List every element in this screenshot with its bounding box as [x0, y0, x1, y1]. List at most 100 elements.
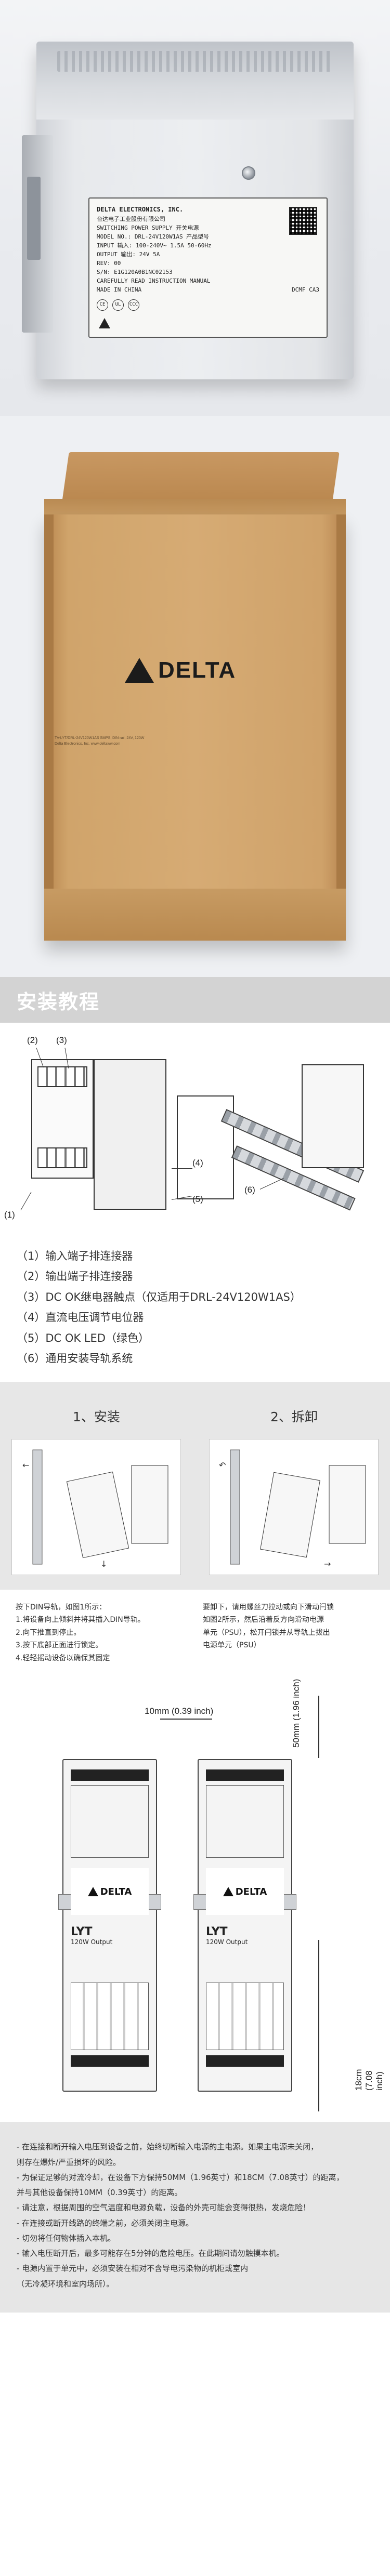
install-notes: 按下DIN导轨，如图1所示： 1.将设备向上倾斜并将其插入DIN导轨。 2.向下…	[0, 1590, 390, 1665]
delta-triangle-icon	[223, 1887, 233, 1897]
install-note-line: 2.向下推直到停止。	[16, 1628, 81, 1637]
install-notes-text: 按下DIN导轨，如图1所示： 1.将设备向上倾斜并将其插入DIN导轨。 2.向下…	[16, 1601, 187, 1665]
unit-top-strip	[71, 1769, 149, 1781]
install-section-header: 安装教程	[0, 977, 390, 1023]
callout-1: (1)	[4, 1210, 15, 1220]
install-note-line: 4.轻轻摇动设备以确保其固定	[16, 1654, 110, 1662]
remove-notes-text: 要卸下，请用螺丝刀拉动或向下滑动闩锁 如图2所示，然后沿着反方向滑动电源 单元（…	[203, 1601, 374, 1665]
feature-item: （1）输入端子排连接器	[17, 1250, 133, 1262]
psu-shape	[66, 1471, 129, 1558]
label-input: INPUT 输入: 100-240V~ 1.5A 50-60Hz	[97, 242, 212, 249]
product-photo-psu: DELTA ELECTRONICS, INC. 台达电子工业股份有限公司 SWI…	[0, 0, 390, 416]
psu-top-cover	[36, 42, 354, 120]
dim-line-horizontal	[160, 1719, 212, 1720]
label-output: OUTPUT 输出: 24V 5A	[97, 250, 160, 258]
safety-note-line: 并与其他设备保持10MM（0.39英寸）的距离。	[17, 2188, 183, 2198]
safety-note-line: - 在连接或断开线路的终端之前，必须关闭主电源。	[17, 2218, 194, 2228]
install-note-line: 1.将设备向上倾斜并将其插入DIN导轨。	[16, 1616, 145, 1624]
unit-adjust-panel	[206, 1785, 284, 1858]
unit-model-text: LYT	[206, 1925, 228, 1939]
arrow-down-icon: ↓	[100, 1559, 107, 1569]
safety-note-line: - 输入电压断开后，最多可能存在5分钟的危险电压。在此期间请勿触摸本机。	[17, 2249, 284, 2258]
unit-terminals	[206, 1983, 284, 2051]
leader-line	[20, 1192, 32, 1210]
install-diagram: (2) (3) (1) (4) (5) (6)	[0, 1023, 390, 1236]
box-edge-right	[336, 514, 346, 941]
diagram-mounted-unit	[302, 1064, 364, 1168]
unit-logo-text: DELTA	[235, 1886, 267, 1897]
delta-triangle-icon	[125, 658, 154, 683]
leader-line	[259, 1178, 284, 1190]
install-note-line: 3.按下底部正面进行锁定。	[16, 1641, 103, 1650]
box-bottom-flap	[44, 889, 346, 941]
psu-shape	[260, 1472, 320, 1558]
safety-note-line: - 切勿将任何物体插入本机。	[17, 2233, 116, 2243]
safety-note-line: 则存在爆炸/严重损坏的风险。	[17, 2157, 121, 2167]
dim-right-top: 50mm (1.96 inch)	[291, 1679, 301, 1748]
box-front	[44, 514, 346, 941]
feature-item: （4）直流电压调节电位器	[17, 1311, 144, 1324]
label-sn: S/N: E1G120A0B1NC02153	[97, 268, 173, 275]
unit-logo-text: DELTA	[100, 1886, 132, 1897]
din-rail-shape	[32, 1449, 43, 1565]
remove-note-line: 单元（PSU），松开闩锁并从导轨上拔出	[203, 1628, 330, 1637]
step-install-figure: ← ↓	[11, 1438, 181, 1575]
dim-line-vertical-bottom	[318, 1940, 319, 2112]
arrow-rotate-icon: ↶	[219, 1460, 226, 1470]
label-product-line: SWITCHING POWER SUPPLY 开关电源	[97, 224, 199, 231]
qr-code-icon	[289, 207, 317, 235]
psu-mounted-shape	[329, 1465, 366, 1544]
power-supply-unit: DELTA ELECTRONICS, INC. 台达电子工业股份有限公司 SWI…	[22, 42, 354, 379]
safety-note-line: - 请注意，根据周围的空气温度和电源负载，设备的外壳可能会变得很热，发烧危险！	[17, 2203, 311, 2213]
psu-vent	[57, 51, 333, 72]
certification-icons: CE UL CCC	[97, 299, 139, 311]
product-label: DELTA ELECTRONICS, INC. 台达电子工业股份有限公司 SWI…	[88, 197, 328, 338]
unit-output-text: 120W Output	[71, 1938, 113, 1946]
safety-note-line: - 为保证足够的对流冷却，在设备下方保持50MM（1.96英寸）和18CM（7.…	[17, 2172, 344, 2182]
callout-6: (6)	[244, 1185, 255, 1195]
dim-top-gap: 10mm (0.39 inch)	[145, 1706, 214, 1716]
unit-adjust-panel	[71, 1785, 149, 1858]
unit-top-strip	[206, 1769, 284, 1781]
unit-bottom-strip	[206, 2055, 284, 2067]
install-title: 安装教程	[17, 990, 100, 1013]
step-remove-label: 2、拆卸	[270, 1409, 318, 1424]
safety-note-line: （无冷凝环境和室内场所）。	[17, 2279, 114, 2289]
box-edge-left	[44, 514, 54, 941]
box-print-line-2: Delta Electronics, Inc. www.deltaww.com	[55, 742, 121, 746]
leader-line	[172, 1168, 192, 1169]
install-figure-svg: ← ↓	[22, 1449, 168, 1569]
din-rail-shape	[230, 1449, 240, 1565]
warning-icon	[99, 318, 110, 328]
label-brand-cn: 台达电子工业股份有限公司	[97, 215, 165, 222]
box-print-line-1: TV-LYT/DRL-24V120W1AS SMPS, DIN rail, 24…	[55, 736, 145, 740]
product-detail-page: DELTA ELECTRONICS, INC. 台达电子工业股份有限公司 SWI…	[0, 0, 390, 2313]
diagram-side-view	[94, 1059, 166, 1210]
box-print: TV-LYT/DRL-24V120W1AS SMPS, DIN rail, 24…	[55, 735, 237, 747]
safety-notes: - 在连接和断开输入电压到设备之前，始终切断输入电源的主电源。如果主电源未关闭，…	[0, 2122, 390, 2313]
psu-mounted-shape	[131, 1465, 168, 1544]
feature-item: （3）DC OK继电器触点（仅适用于DRL-24V120W1AS）	[17, 1290, 301, 1303]
product-photo-box: DELTA TV-LYT/DRL-24V120W1AS SMPS, DIN ra…	[0, 416, 390, 977]
diagram-output-terminals	[37, 1066, 87, 1087]
label-model: MODEL NO.: DRL-24V120W1AS 产品型号	[97, 233, 210, 240]
feature-item: （2）输出端子排连接器	[17, 1270, 133, 1283]
arrow-right-icon: →	[324, 1559, 331, 1569]
screw-icon	[242, 166, 255, 180]
callout-2: (2)	[27, 1035, 38, 1045]
safety-note-line: - 电源内置于单元中，必须安装在相对不含导电污染物的机柜或室内	[17, 2264, 249, 2274]
unit-model-text: LYT	[71, 1925, 93, 1939]
remove-figure-svg: ↶ →	[219, 1449, 366, 1569]
diagram-input-terminals	[37, 1147, 87, 1168]
unit-bottom-strip	[71, 2055, 149, 2067]
safety-note-line: - 在连接和断开输入电压到设备之前，始终切断输入电源的主电源。如果主电源未关闭，	[17, 2142, 319, 2152]
unit-terminals	[71, 1983, 149, 2051]
feature-list: （1）输入端子排连接器 （2）输出端子排连接器 （3）DC OK继电器触点（仅适…	[0, 1236, 390, 1382]
box-delta-logo: DELTA	[125, 657, 236, 683]
ul-mark-icon: UL	[112, 299, 124, 311]
ccc-mark-icon: CCC	[128, 299, 139, 311]
feature-item: （6）通用安装导轨系统	[17, 1352, 133, 1365]
unit-logo: DELTA	[206, 1868, 284, 1916]
